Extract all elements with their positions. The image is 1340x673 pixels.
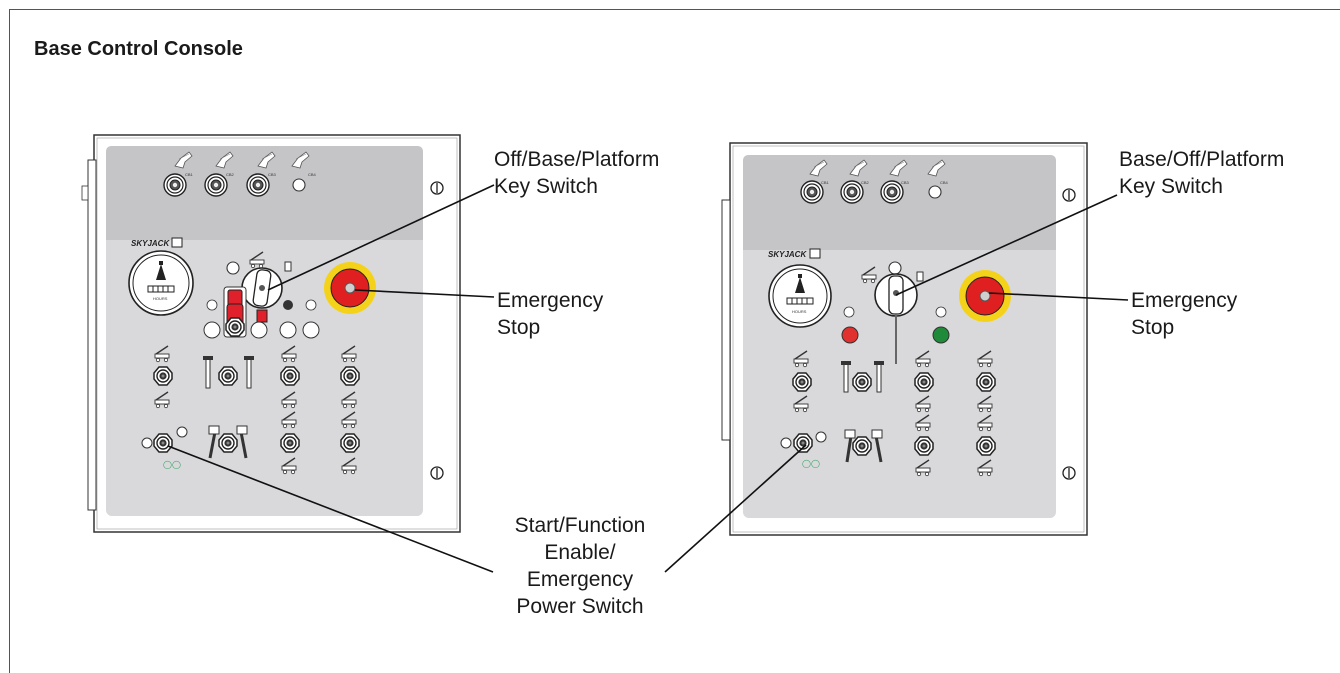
page-title: Base Control Console xyxy=(34,38,243,60)
toggle-switch-icon xyxy=(914,372,934,392)
breaker-label: CB1 xyxy=(185,172,194,177)
callout-line: Key Switch xyxy=(1119,175,1223,198)
right-console-panel: CB1 CB2 CB3 CB4 SKYJACK HOURS xyxy=(721,142,1088,536)
screw-icon xyxy=(1062,188,1076,202)
lift-function-icon xyxy=(203,356,254,389)
callout-start-switch: Start/Function Enable/ Emergency Power S… xyxy=(475,512,685,620)
key-switch-icon xyxy=(241,267,283,309)
callout-line: Stop xyxy=(497,316,541,339)
callout-key-switch-left: Off/Base/Platform Key Switch xyxy=(494,146,659,200)
brand-logo: SKYJACK xyxy=(768,250,807,259)
toggle-switch-icon xyxy=(153,433,173,453)
callout-line: Off/Base/Platform xyxy=(494,148,660,171)
breaker-label: CB4 xyxy=(308,172,317,177)
toggle-switch-icon xyxy=(914,436,934,456)
callout-line: Start/Function xyxy=(514,514,646,537)
breaker-icon xyxy=(291,151,310,192)
breaker-label: CB4 xyxy=(940,180,949,185)
hourmeter-label: HOURS xyxy=(153,296,168,301)
callout-key-switch-right: Base/Off/Platform Key Switch xyxy=(1119,146,1284,200)
toggle-switch-icon xyxy=(340,366,360,386)
toggle-switch-icon xyxy=(280,366,300,386)
lift-function-icon xyxy=(208,425,248,459)
toggle-switch-icon xyxy=(976,372,996,392)
breaker-label: CB3 xyxy=(268,172,277,177)
callout-line: Key Switch xyxy=(494,175,598,198)
toggle-switch-icon xyxy=(793,433,813,453)
brand-logo: SKYJACK xyxy=(131,239,170,248)
emergency-stop-icon xyxy=(324,262,376,314)
toggle-switch-icon xyxy=(153,366,173,386)
toggle-switch-icon xyxy=(792,372,812,392)
toggle-switch-icon xyxy=(280,433,300,453)
breaker-label: CB3 xyxy=(901,180,910,185)
toggle-switch-icon xyxy=(218,366,238,386)
figure-frame xyxy=(9,9,1340,673)
svg-text:◯◯: ◯◯ xyxy=(163,460,181,469)
breaker-label: CB2 xyxy=(861,180,870,185)
callout-line: Stop xyxy=(1131,316,1175,339)
lift-function-icon xyxy=(841,361,884,393)
callout-emergency-stop-left: Emergency Stop xyxy=(497,287,603,341)
toggle-switch-icon xyxy=(218,433,238,453)
hourmeter-icon: HOURS xyxy=(768,264,832,328)
callout-line: Emergency xyxy=(497,289,604,312)
svg-text:◯◯: ◯◯ xyxy=(802,459,820,468)
emergency-stop-icon xyxy=(959,270,1011,322)
callout-emergency-stop-right: Emergency Stop xyxy=(1131,287,1237,341)
left-console-panel: CB1 CB2 CB3 CB4 SKYJACK HOURS xyxy=(81,134,461,533)
breaker-label: CB2 xyxy=(226,172,235,177)
callout-line: Power Switch xyxy=(516,595,644,618)
callout-line: Emergency xyxy=(526,568,634,591)
toggle-switch-icon xyxy=(976,436,996,456)
screw-icon xyxy=(1062,466,1076,480)
lift-function-icon xyxy=(844,429,883,463)
breaker-label: CB1 xyxy=(821,180,830,185)
toggle-switch-icon xyxy=(852,436,872,456)
breaker-icon xyxy=(927,159,946,199)
callout-leader-lines xyxy=(167,184,1129,573)
toggle-switch-icon xyxy=(223,286,268,338)
toggle-switch-icon xyxy=(340,433,360,453)
callout-line: Enable/ xyxy=(544,541,616,564)
screw-icon xyxy=(430,181,444,195)
toggle-switch-icon xyxy=(852,372,872,392)
hourmeter-icon: HOURS xyxy=(128,250,194,316)
hourmeter-label: HOURS xyxy=(792,309,807,314)
callout-line: Base/Off/Platform xyxy=(1119,148,1285,171)
callout-line: Emergency xyxy=(1131,289,1238,312)
screw-icon xyxy=(430,466,444,480)
